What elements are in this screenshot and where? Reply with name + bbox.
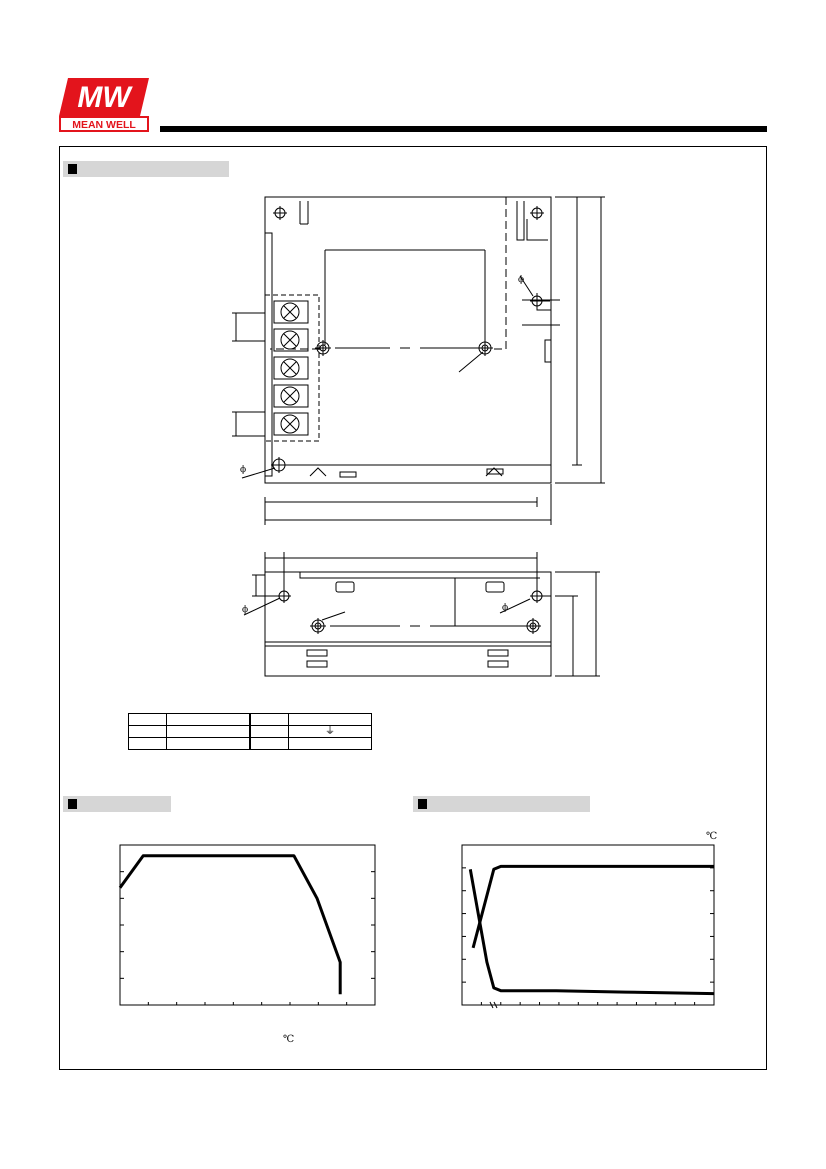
derating-series-line [118,854,342,995]
section-header-derating [63,796,171,812]
mean-well-logo: MW MEAN WELL [59,78,149,132]
svg-text:MW: MW [77,81,133,114]
table-row [128,737,372,750]
terminal-block [264,294,320,442]
header-rule [160,126,767,132]
derating-x-unit: ℃ [283,1034,295,1045]
svg-text:ϕ: ϕ [240,465,246,475]
static-series-line-2 [468,869,715,996]
svg-text:ϕ: ϕ [518,275,524,285]
static-y-unit: ℃ [706,831,718,842]
svg-text:ϕ: ϕ [502,603,508,613]
mounting-hole-icon [271,206,550,473]
side-view-outline [264,571,552,677]
static-series-line-1 [471,864,714,949]
table-row: ⏚ [128,725,372,738]
content-frame [59,146,767,1070]
terminal-screw-icon [273,300,309,436]
svg-text:ϕ: ϕ [242,605,248,615]
section-header-mechanical [63,161,229,177]
section-header-static [413,796,590,812]
bullet-square-icon [68,799,77,809]
static-plot-area [461,844,715,1006]
bullet-square-icon [418,799,427,809]
bullet-square-icon [68,164,77,174]
svg-text:MEAN WELL: MEAN WELL [72,119,136,131]
mounting-hole-icon [277,589,551,634]
axis-break-icon [489,1001,498,1009]
pin-assignment-table: ⏚ [128,713,372,750]
